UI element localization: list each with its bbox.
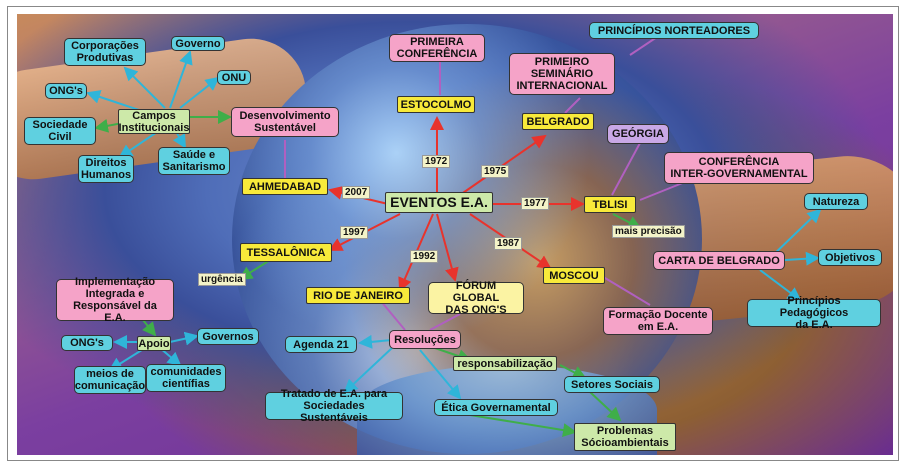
node-principios-norteadores: PRINCÍPIOS NORTEADORES: [589, 22, 759, 39]
node-principios-pedagogicos: Princípios Pedagógicos da E.A.: [747, 299, 881, 327]
node-eventos-ea: EVENTOS E.A.: [385, 192, 493, 213]
node-forum-global: FÓRUM GLOBAL DAS ONG'S: [428, 282, 524, 314]
node-tbilisi: TBLISI: [584, 196, 636, 213]
node-tessalonica: TESSALÔNICA: [240, 243, 332, 262]
node-carta-de-belgrado: CARTA DE BELGRADO: [653, 251, 785, 270]
node-primeira-conferencia: PRIMEIRA CONFERÊNCIA: [389, 34, 485, 62]
node-estocolmo: ESTOCOLMO: [397, 96, 475, 113]
label-year-1975: 1975: [481, 165, 509, 178]
node-apoio: Apoio: [137, 336, 171, 351]
node-corporacoes: Corporações Produtivas: [64, 38, 146, 66]
node-saude-sanitarismo: Saúde e Sanitarismo: [158, 147, 230, 175]
node-ongs-bottom: ONG's: [61, 335, 113, 351]
node-responsabilizacao: responsabilização: [453, 356, 557, 371]
node-governos: Governos: [197, 328, 259, 345]
node-problemas: Problemas Sócioambientais: [574, 423, 676, 451]
node-governo: Governo: [171, 36, 225, 51]
node-formacao-docente: Formação Docente em E.A.: [603, 307, 713, 335]
label-year-1987: 1987: [494, 237, 522, 250]
label-year-1977: 1977: [521, 197, 549, 210]
node-objetivos: Objetivos: [818, 249, 882, 266]
node-primeiro-seminario: PRIMEIRO SEMINÁRIO INTERNACIONAL: [509, 53, 615, 95]
node-direitos-humanos: Direitos Humanos: [78, 155, 134, 183]
node-moscou: MOSCOU: [543, 267, 605, 284]
label-mais-precisao: mais precisão: [612, 225, 685, 238]
node-resolucoes: Resoluções: [389, 330, 461, 349]
node-implementacao: Implementação Integrada e Responsável da…: [56, 279, 174, 321]
node-georgia: GEÓRGIA: [607, 124, 669, 144]
node-setores-sociais: Setores Sociais: [564, 376, 660, 393]
node-tratado: Tratado de E.A. para Sociedades Sustentá…: [265, 392, 403, 420]
label-urgencia: urgência: [198, 273, 246, 286]
node-ongs-top: ONG's: [45, 83, 87, 99]
label-year-1972: 1972: [422, 155, 450, 168]
label-year-1992: 1992: [410, 250, 438, 263]
label-year-2007: 2007: [342, 186, 370, 199]
node-comunidades: comunidades científias: [146, 364, 226, 392]
node-campos-institucionais: Campos Institucionais: [118, 109, 190, 134]
node-etica-governamental: Ética Governamental: [434, 399, 558, 416]
node-rio-de-janeiro: RIO DE JANEIRO: [306, 287, 410, 304]
node-ahmedabad: AHMEDABAD: [242, 178, 328, 195]
node-natureza: Natureza: [804, 193, 868, 210]
node-belgrado: BELGRADO: [522, 113, 594, 130]
node-desenvolvimento: Desenvolvimento Sustentável: [231, 107, 339, 137]
node-sociedade-civil: Sociedade Civil: [24, 117, 96, 145]
node-meios-comunicacao: meios de comunicação: [74, 366, 146, 394]
node-conferencia-intergov: CONFERÊNCIA INTER-GOVERNAMENTAL: [664, 152, 814, 184]
node-agenda-21: Agenda 21: [285, 336, 357, 353]
node-onu: ONU: [217, 70, 251, 85]
label-year-1997: 1997: [340, 226, 368, 239]
